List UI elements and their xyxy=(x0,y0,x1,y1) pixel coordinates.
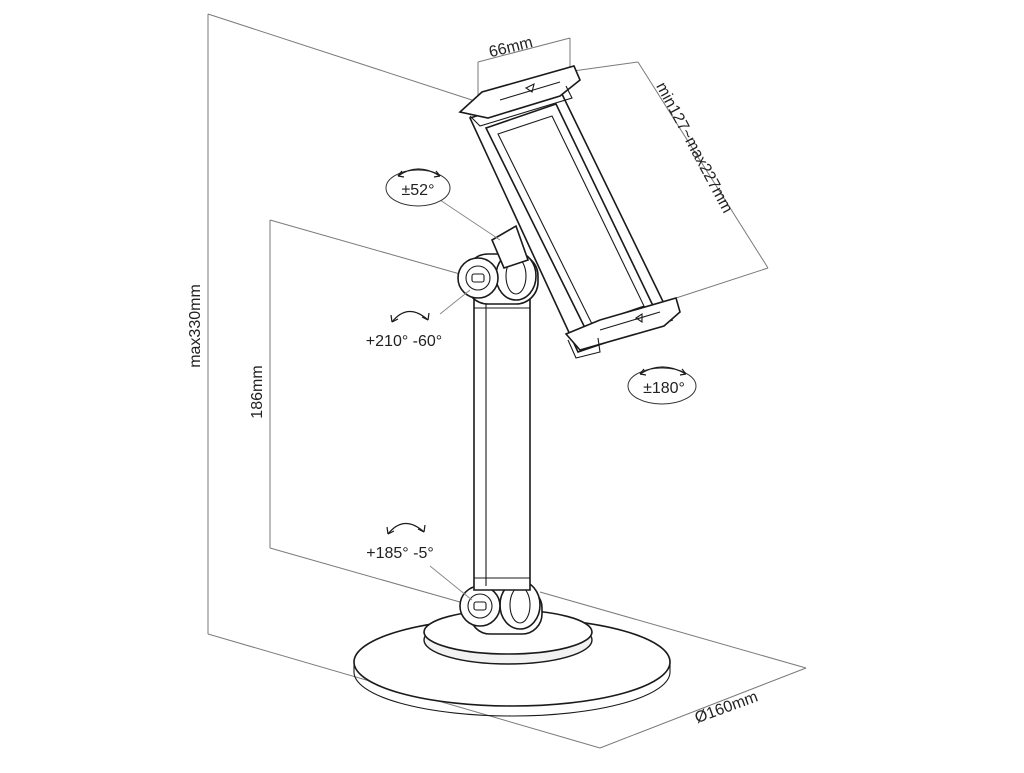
lower-joint xyxy=(459,580,543,635)
angle-leaders xyxy=(429,199,501,601)
clamp-width-label: 66mm xyxy=(487,34,534,61)
upper-joint-indicator: +210° -60° xyxy=(366,310,442,350)
curved-double-arrow-icon xyxy=(391,310,429,323)
tilt-indicator: ±52° xyxy=(385,168,451,207)
upper-joint-range-label: +210° -60° xyxy=(366,333,442,350)
curved-double-arrow-icon xyxy=(387,522,425,535)
arm-height-label: 186mm xyxy=(249,365,266,418)
tablet-holder xyxy=(458,65,681,359)
clamp-range-label: min127~max227mm xyxy=(652,80,735,216)
lower-joint-indicator: +185° -5° xyxy=(366,522,434,562)
rotation-range-label: ±180° xyxy=(643,380,685,397)
curved-double-arrow-icon xyxy=(639,366,687,375)
curved-double-arrow-icon xyxy=(397,168,441,177)
max-height-label: max330mm xyxy=(187,284,204,368)
lower-joint-range-label: +185° -5° xyxy=(366,545,434,562)
rotation-indicator: ±180° xyxy=(627,366,697,405)
tilt-range-label: ±52° xyxy=(402,182,435,199)
base-diameter-label: Ø160mm xyxy=(693,689,761,727)
dimension-lines xyxy=(207,13,807,749)
upper-joint xyxy=(457,224,539,305)
vertical-arm xyxy=(473,295,531,591)
